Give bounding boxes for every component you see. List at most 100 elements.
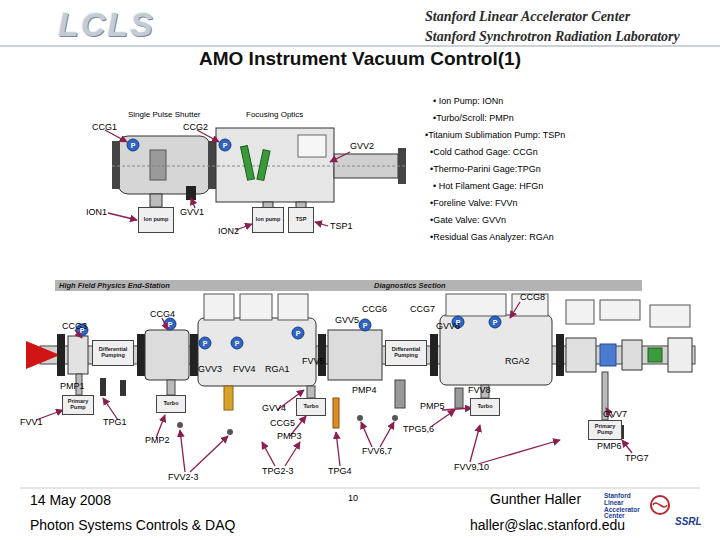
beamline <box>240 294 272 320</box>
component-box: Turbo <box>156 395 186 413</box>
component-box: Primary Pump <box>62 395 94 415</box>
shutter-optics-chamber <box>112 141 120 189</box>
section-caption: Single Pulse Shutter <box>128 111 201 120</box>
abbreviation-item: • Hot Filament Gage: HFGn <box>433 182 543 192</box>
pump-symbol-letter: P <box>131 142 136 149</box>
pump-line <box>392 415 398 421</box>
beamline <box>198 318 316 386</box>
component-box: Differential Pumping <box>92 340 134 366</box>
logo-text: LCLS <box>58 6 155 43</box>
logo-text: SSRL <box>675 516 702 527</box>
section-band: High Field Physics End-Station <box>55 280 370 291</box>
shutter-optics-chamber <box>186 186 196 200</box>
leader-arrow <box>361 422 372 447</box>
abbreviation-item: • Ion Pump: IONn <box>433 97 503 107</box>
device-tag: ION1 <box>86 208 107 218</box>
component-box: Turbo <box>296 398 326 416</box>
pump-line <box>227 429 233 435</box>
component-label: Differential Pumping <box>94 347 132 359</box>
beamline <box>26 341 60 369</box>
abbreviation-item: •Turbo/Scroll: PMPn <box>433 114 514 124</box>
beamline <box>204 294 234 320</box>
pump-symbol-letter: P <box>168 321 173 328</box>
beamline <box>668 338 692 372</box>
leader-arrow <box>103 398 118 420</box>
leader-arrow <box>470 425 480 462</box>
beamline <box>600 344 616 366</box>
component-label: TSP <box>296 217 307 223</box>
leader-arrow <box>380 422 394 447</box>
device-tag: CCG2 <box>183 123 208 133</box>
stanford-logo-mark <box>653 503 667 507</box>
device-tag: FVV8 <box>468 386 491 396</box>
pump-symbol-circle <box>127 139 139 151</box>
slide-title: AMO Instrument Vacuum Control(1) <box>0 49 720 70</box>
component-label: Ion pump <box>256 217 281 223</box>
device-tag: PMP4 <box>352 386 377 396</box>
device-tag: TSP1 <box>330 222 353 232</box>
pump-line <box>100 378 106 396</box>
shutter-optics-chamber <box>208 141 216 189</box>
pump-symbol-letter: P <box>493 319 498 326</box>
beamline <box>566 338 596 372</box>
pump-symbol-circle <box>164 318 176 330</box>
device-tag: CCG5 <box>270 419 295 429</box>
device-tag: RGA1 <box>265 365 290 375</box>
beamline <box>600 300 640 320</box>
slide-rule <box>0 46 720 47</box>
beamline <box>648 348 662 362</box>
component-label: Differential Pumping <box>387 347 425 359</box>
pump-symbol-letter: P <box>296 330 301 337</box>
footer-text: 14 May 2008 <box>30 493 111 508</box>
beamline <box>446 294 506 316</box>
device-tag: GVV7 <box>603 410 627 420</box>
leader-arrow <box>622 440 632 453</box>
component-label: Turbo <box>477 404 492 410</box>
shutter-optics-chamber <box>150 194 162 207</box>
section-title: Diagnostics Section <box>374 282 446 290</box>
device-tag: TPG1 <box>103 418 127 428</box>
shutter-optics-chamber <box>241 146 255 181</box>
device-tag: FVV5 <box>302 357 325 367</box>
pump-symbol-circle <box>219 139 231 151</box>
pump-line <box>177 422 183 428</box>
device-tag: TPG5,6 <box>403 425 434 435</box>
device-tag: GVV2 <box>350 142 374 152</box>
footer-text: Gunther Haller <box>490 492 581 507</box>
beamline <box>556 334 564 376</box>
stanford-logo-mark <box>651 496 669 514</box>
shutter-optics-chamber <box>112 166 406 167</box>
device-tag: FVV9,10 <box>454 463 489 473</box>
beamline <box>145 330 189 380</box>
device-tag: PMP2 <box>145 436 170 446</box>
leader-arrow <box>191 198 195 208</box>
device-tag: FVV1 <box>20 418 43 428</box>
institution-name: Stanford Synchrotron Radiation Laborator… <box>425 29 680 44</box>
pump-line <box>307 386 315 398</box>
device-tag: CCG6 <box>362 305 387 315</box>
beamline <box>26 294 695 386</box>
leader-arrow <box>156 415 165 438</box>
abbreviation-item: •Cold Cathod Gage: CCGn <box>430 148 538 158</box>
leader-arrow <box>190 436 228 472</box>
device-tag: ION2 <box>218 227 239 237</box>
pump-line <box>120 380 126 396</box>
device-tag: CCG1 <box>92 123 117 133</box>
component-box: Ion pump <box>138 207 174 233</box>
shutter-optics-chamber <box>257 150 270 181</box>
leader-arrow <box>262 442 275 466</box>
pump-symbol-letter: P <box>363 322 368 329</box>
component-box: Turbo <box>470 398 500 416</box>
pump-symbol-letter: P <box>203 340 208 347</box>
pump-symbol-letter: P <box>456 319 461 326</box>
leader-arrow <box>180 430 185 472</box>
logo-text: Stanford Linear Accelerator Center <box>604 493 648 520</box>
device-tag: TPG2-3 <box>262 467 294 477</box>
beamline <box>278 294 308 320</box>
device-tag: FVV6,7 <box>362 447 392 457</box>
shutter-optics-chamber <box>118 136 210 194</box>
component-label: Turbo <box>163 401 178 407</box>
pump-symbol-circle <box>359 319 371 331</box>
